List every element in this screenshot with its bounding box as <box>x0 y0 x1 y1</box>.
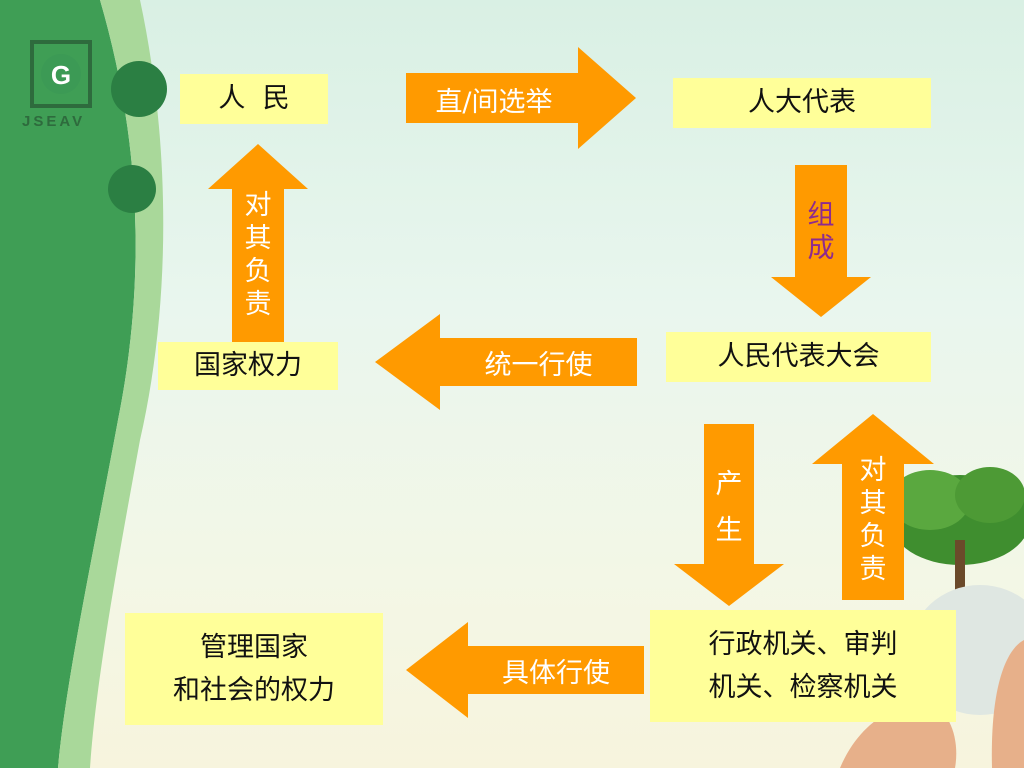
label-compose-char-1: 组 <box>807 200 835 231</box>
svg-text:G: G <box>51 60 71 90</box>
label-accountable-left-char-3: 负 <box>244 255 272 287</box>
node-congress: 人民代表大会 <box>666 332 931 382</box>
label-produce: 产 生 <box>704 462 754 554</box>
node-organs-line-2: 机关、检察机关 <box>708 672 898 703</box>
label-accountable-right-char-2: 其 <box>859 487 887 519</box>
logo-text: JSEAV <box>22 113 86 130</box>
node-state-power: 国家权力 <box>158 342 338 390</box>
jseav-logo-icon: G <box>30 40 92 108</box>
node-organs-line-1: 行政机关、审判 <box>708 628 898 660</box>
label-election: 直/间选举 <box>435 86 553 118</box>
tree-illustration <box>890 467 1024 600</box>
label-accountable-left-char-1: 对 <box>244 190 272 221</box>
decor-dot-bottom <box>108 165 156 213</box>
label-produce-char-2: 生 <box>715 514 743 546</box>
arrow-exercise-specific <box>406 622 644 718</box>
label-accountable-right-char-3: 负 <box>859 520 887 552</box>
arrow-election <box>406 47 636 149</box>
node-manage-power-line-1: 管理国家 <box>200 631 308 663</box>
green-wave-band <box>0 0 136 768</box>
label-accountable-right-char-4: 责 <box>859 553 887 585</box>
node-organs: 行政机关、审判 机关、检察机关 <box>650 610 956 722</box>
arrow-exercise-unified <box>375 314 637 410</box>
arrow-accountable-left <box>208 144 308 342</box>
label-exercise-specific: 具体行使 <box>502 657 610 689</box>
label-exercise-unified: 统一行使 <box>484 349 593 381</box>
label-accountable-left-char-2: 其 <box>244 222 272 254</box>
arrow-compose <box>771 165 871 317</box>
label-accountable-left: 对 其 负 责 <box>232 190 284 322</box>
label-accountable-right-char-1: 对 <box>859 455 887 486</box>
node-manage-power-line-2: 和社会的权力 <box>173 675 335 706</box>
label-accountable-left-char-4: 责 <box>244 288 272 320</box>
arrow-produce <box>674 424 784 606</box>
node-manage-power: 管理国家 和社会的权力 <box>125 613 383 725</box>
label-compose: 组 成 <box>796 200 846 266</box>
decor-dot-top <box>111 61 167 117</box>
node-deputies: 人大代表 <box>673 78 931 128</box>
label-compose-char-2: 成 <box>807 232 835 264</box>
arrow-accountable-right <box>812 414 934 600</box>
node-people: 人 民 <box>180 74 328 124</box>
label-produce-char-1: 产 <box>715 469 743 500</box>
label-accountable-right: 对 其 负 责 <box>842 455 904 587</box>
